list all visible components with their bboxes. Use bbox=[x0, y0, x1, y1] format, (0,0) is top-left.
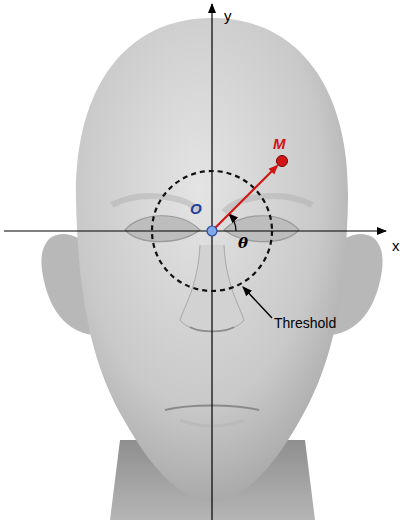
point-m bbox=[277, 156, 288, 167]
axis-label: y bbox=[224, 8, 232, 23]
callout-label: Threshold bbox=[274, 316, 336, 330]
axis-label: x bbox=[392, 238, 400, 253]
y-axis bbox=[211, 4, 212, 520]
leader-line bbox=[243, 287, 272, 318]
origin-point bbox=[207, 226, 217, 236]
point-label: M bbox=[273, 136, 286, 151]
angle-arc bbox=[229, 214, 236, 231]
angle-label: θ bbox=[238, 236, 248, 251]
x-axis bbox=[4, 230, 386, 231]
origin-label: O bbox=[190, 201, 202, 216]
vector-arrow bbox=[212, 166, 277, 231]
